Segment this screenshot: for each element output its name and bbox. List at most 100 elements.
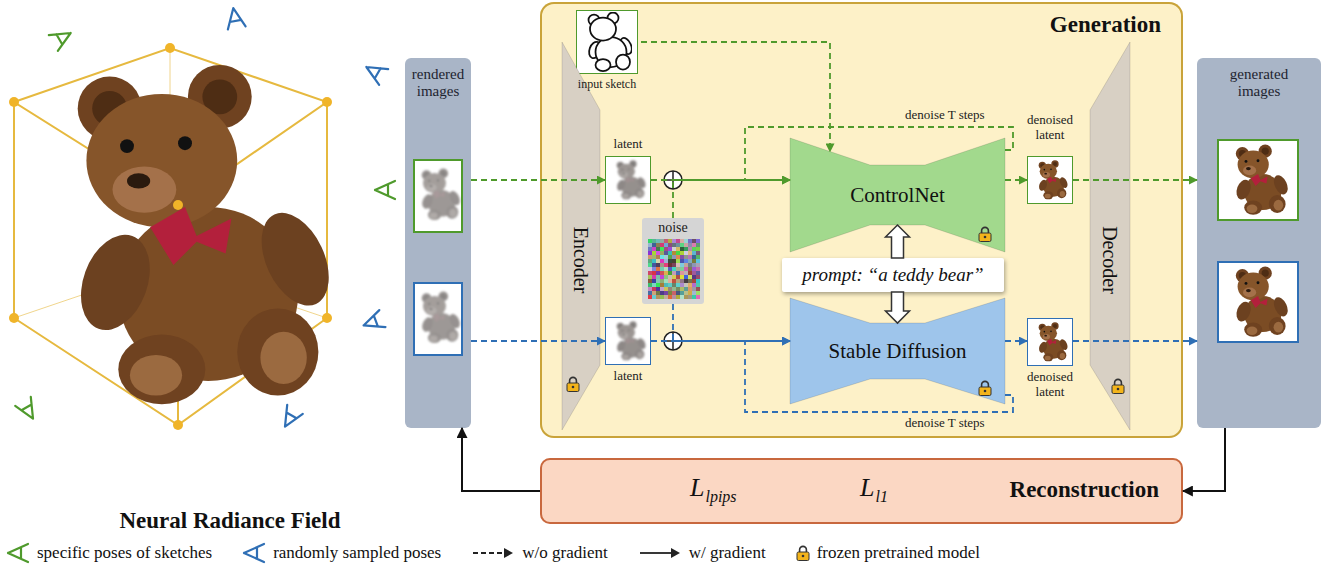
block-label: Encoder <box>570 227 592 294</box>
noise-pixel <box>668 255 672 259</box>
connector <box>1005 340 1027 342</box>
noise-pixel <box>648 295 652 299</box>
noise-pixel <box>684 287 688 291</box>
text-slot: input sketch <box>573 77 641 91</box>
generated-image <box>1218 140 1298 342</box>
noise-pixel <box>692 283 696 287</box>
text-slot: Neural Radiance Field <box>100 508 360 534</box>
connector <box>471 179 605 181</box>
noise-pixel <box>696 259 700 263</box>
noise-pixel <box>688 283 692 287</box>
noise-texture <box>648 239 700 299</box>
loop-label: denoise T steps <box>905 415 985 430</box>
noise-pixel <box>688 279 692 283</box>
noise-pixel <box>676 283 680 287</box>
noise-pixel <box>692 259 696 263</box>
noise-pixel <box>672 271 676 275</box>
panel: generated images <box>1197 58 1321 428</box>
noise-pixel <box>652 279 656 283</box>
connector <box>471 340 605 342</box>
noise-pixel <box>696 243 700 247</box>
noise-pixel <box>672 275 676 279</box>
noise-pixel <box>668 263 672 267</box>
noise-pixel <box>688 267 692 271</box>
rendered-image <box>414 160 462 355</box>
noise-pixel <box>656 267 660 271</box>
noise-pixel <box>672 259 676 263</box>
noise-pixel <box>664 259 668 263</box>
connector <box>886 225 910 258</box>
noise-pixel <box>684 291 688 295</box>
noise-pixel <box>680 295 684 299</box>
noise-pixel <box>652 251 656 255</box>
legend-text: specific poses of sketches <box>37 543 212 563</box>
noise-pixel <box>652 259 656 263</box>
noise-pixel <box>652 239 656 243</box>
text-slot: generated images <box>1214 66 1304 100</box>
noise-pixel <box>692 275 696 279</box>
panel-title: Generation <box>1050 12 1161 38</box>
latent-image <box>616 160 647 360</box>
noise-pixel <box>672 283 676 287</box>
noise-pixel <box>648 291 652 295</box>
box-label: latent <box>595 136 661 152</box>
noise-pixel <box>656 255 660 259</box>
noise-pixel <box>680 243 684 247</box>
noise-pixel <box>652 243 656 247</box>
noise-pixel <box>684 239 688 243</box>
box-label: input sketch <box>573 77 641 91</box>
noise-pixel <box>668 251 672 255</box>
camera-poses <box>15 7 395 432</box>
noise-pixel <box>676 263 680 267</box>
noise-pixel <box>684 259 688 263</box>
noise-pixel <box>692 255 696 259</box>
noise-pixel <box>664 239 668 243</box>
legend-text: w/o gradient <box>522 543 607 563</box>
noise-pixel <box>672 287 676 291</box>
panel-title: rendered images <box>405 66 471 100</box>
noise-pixel <box>660 283 664 287</box>
text-slot: frozen pretrained model <box>817 543 980 563</box>
noise-pixel <box>652 291 656 295</box>
noise-pixel <box>660 243 664 247</box>
legend-sample <box>796 543 810 563</box>
noise-pixel <box>676 275 680 279</box>
noise-pixel <box>664 275 668 279</box>
noise-pixel <box>668 243 672 247</box>
noise-pixel <box>688 271 692 275</box>
noise-pixel <box>668 247 672 251</box>
noise-pixel <box>672 291 676 295</box>
noise-pixel <box>692 243 696 247</box>
arrow-head <box>504 548 513 558</box>
noise-pixel <box>648 287 652 291</box>
noise-pixel <box>656 239 660 243</box>
noise-pixel <box>656 279 660 283</box>
noise-pixel <box>684 263 688 267</box>
text-slot: latent <box>595 136 661 152</box>
noise-pixel <box>688 255 692 259</box>
noise-pixel <box>664 251 668 255</box>
block-label: Stable Diffusion <box>790 339 1005 363</box>
noise-pixel <box>660 251 664 255</box>
noise-pixel <box>652 267 656 271</box>
noise-pixel <box>660 287 664 291</box>
noise-pixel <box>652 263 656 267</box>
noise-pixel <box>656 287 660 291</box>
noise-pixel <box>692 279 696 283</box>
noise-pixel <box>676 295 680 299</box>
noise-pixel <box>672 263 676 267</box>
teddy-bear <box>69 65 343 404</box>
noise-pixel <box>652 275 656 279</box>
noise-pixel <box>664 255 668 259</box>
text-slot: denoised latent <box>1017 112 1083 142</box>
decoder-trapezoid-shape <box>1090 42 1130 430</box>
block-label: ControlNet <box>790 183 1005 207</box>
noise-pixel <box>680 263 684 267</box>
noise-pixel <box>676 287 680 291</box>
text-slot: prompt: “a teddy bear” <box>782 264 1004 286</box>
loss-symbol: L <box>690 473 704 502</box>
noise-pixel <box>672 251 676 255</box>
noise-pixel <box>680 267 684 271</box>
connector <box>1073 179 1197 181</box>
noise-pixel <box>696 295 700 299</box>
